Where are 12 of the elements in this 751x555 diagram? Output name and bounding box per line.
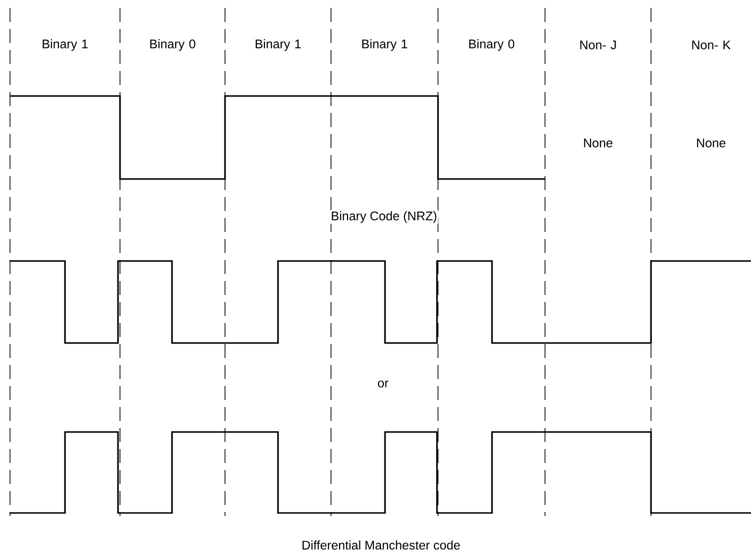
state-label: None	[582, 138, 614, 148]
bit-label: Binary 1	[256, 39, 301, 51]
bit-label: Binary 1	[362, 39, 408, 51]
bit-label: Binary 1	[42, 39, 88, 51]
bit-label: Non- J	[580, 40, 616, 50]
or-label: or	[378, 380, 388, 388]
bit-label: Non- K	[692, 40, 731, 50]
caption: Differential Manchester code	[302, 540, 460, 550]
state-label: None	[695, 138, 727, 148]
bit-label: Binary 0	[469, 39, 514, 51]
bit-label: Binary 0	[150, 39, 196, 51]
waveform-label: Binary Code (NRZ)	[330, 210, 438, 224]
